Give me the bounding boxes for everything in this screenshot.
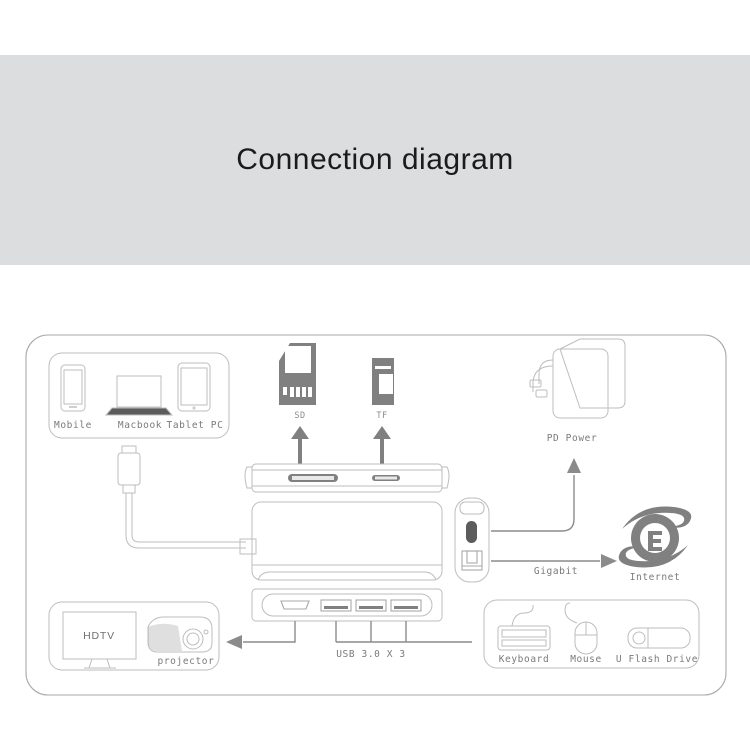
rj45-port-icon bbox=[461, 550, 483, 571]
peripheral-label-flash-drive: U Flash Drive bbox=[616, 654, 698, 665]
dock-bottom-edge bbox=[251, 588, 443, 622]
header-band bbox=[0, 55, 750, 265]
card-slot-label-tf: TF bbox=[376, 411, 387, 421]
peripheral-label-keyboard: Keyboard bbox=[499, 654, 550, 665]
hdmi-arrow bbox=[226, 635, 242, 649]
internet-label: Internet bbox=[630, 572, 681, 583]
usb-a-port-icon-1 bbox=[320, 599, 352, 612]
mouse-icon bbox=[564, 602, 598, 655]
sd-arrow bbox=[291, 426, 309, 464]
dock-top-edge bbox=[244, 463, 450, 493]
usb-c-connector-icon bbox=[117, 445, 141, 494]
internet-explorer-icon bbox=[618, 506, 692, 568]
sd-slot-icon bbox=[288, 474, 338, 482]
keyboard-icon bbox=[497, 604, 551, 651]
hdmi-port-icon bbox=[280, 600, 310, 610]
peripheral-label-mouse: Mouse bbox=[570, 654, 602, 665]
projector-icon bbox=[147, 616, 213, 653]
host-item-label-mobile: Mobile bbox=[54, 420, 92, 431]
page-title: Connection diagram bbox=[236, 143, 514, 176]
power-adapter-icon bbox=[529, 338, 626, 419]
usb-a-port-icon-2 bbox=[355, 599, 387, 612]
usb-ports-label: USB 3.0 X 3 bbox=[336, 649, 406, 660]
hdtv-icon bbox=[62, 611, 137, 669]
laptop-icon bbox=[104, 375, 174, 416]
diagram-outer-frame bbox=[25, 334, 727, 696]
power-cable-arrow bbox=[567, 458, 581, 473]
gigabit-label: Gigabit bbox=[534, 566, 578, 577]
power-label: PD Power bbox=[547, 433, 598, 444]
host-device-group bbox=[48, 352, 230, 439]
cable-dock-plug bbox=[239, 538, 257, 555]
usb-flash-drive-icon bbox=[627, 627, 691, 649]
projector-label: projector bbox=[158, 656, 215, 667]
tf-slot-icon bbox=[372, 475, 400, 481]
tf-card-icon bbox=[372, 358, 394, 405]
card-slot-label-sd: SD bbox=[294, 411, 305, 421]
connection-diagram: Mobile Macbook Tablet PC bbox=[0, 290, 750, 750]
host-cable bbox=[125, 493, 246, 549]
usb-c-port-icon bbox=[466, 521, 477, 543]
tablet-icon bbox=[177, 362, 211, 412]
host-item-label-tablet: Tablet PC bbox=[167, 420, 224, 431]
dock-side-panel bbox=[454, 497, 490, 583]
gigabit-arrow bbox=[601, 554, 617, 568]
hdmi-line bbox=[243, 621, 296, 643]
usb-a-port-icon-3 bbox=[390, 599, 422, 612]
display-device-group bbox=[48, 601, 220, 671]
sd-card-icon bbox=[279, 343, 316, 405]
power-cable bbox=[491, 475, 575, 532]
tf-arrow bbox=[373, 426, 391, 464]
hdtv-label: HDTV bbox=[83, 630, 115, 642]
peripherals-group bbox=[483, 599, 700, 669]
host-item-label-macbook: Macbook bbox=[118, 420, 162, 431]
smartphone-icon bbox=[60, 364, 86, 412]
dock-body bbox=[251, 501, 443, 581]
host-cable-2 bbox=[131, 493, 246, 543]
